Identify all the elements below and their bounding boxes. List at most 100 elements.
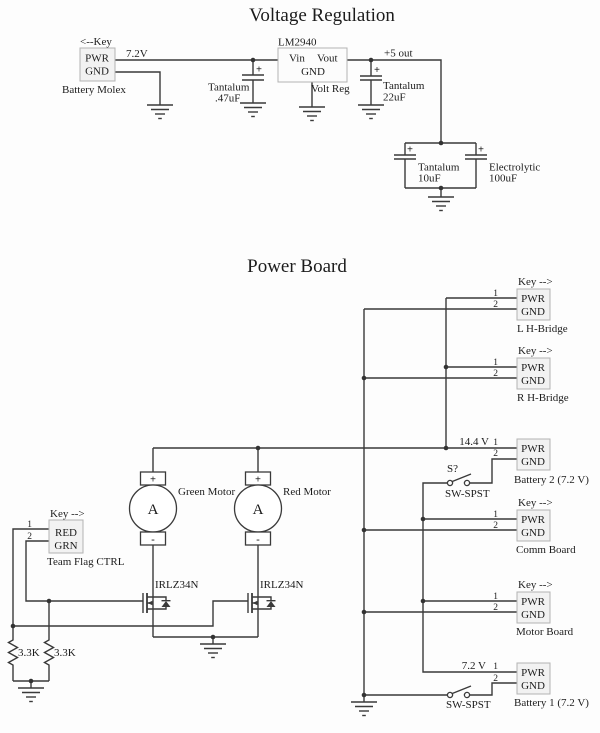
cap-100uf-plus-sign: + [478,145,484,156]
power-board-section: Power Board Key --> PWR GND 1 2 L H-Brid… [7,256,589,717]
molex-label: Battery Molex [62,84,126,96]
pin1-number: 1 [493,510,498,520]
input-voltage-label: 7.2V [126,48,148,60]
right-mosfet-symbol [247,592,277,614]
ground-symbol [350,694,378,717]
switch-type-label: SW-SPST [445,488,490,500]
spst-switch [446,685,472,699]
connector-box [48,519,84,554]
capacitor-10uf: + Tantalum 10uF [407,145,460,185]
molex-box [79,47,116,82]
resistor-value-label: 3.3K [54,647,76,659]
spst-switch [446,473,472,487]
pin2-number: 2 [493,369,498,379]
pin2-number: 2 [493,603,498,613]
mosfets: IRLZ34N IRLZ34N [142,579,303,614]
pwr-pin: PWR [521,293,546,305]
connector-battery-2: 14.4 V PWR GND 1 2 Battery 2 (7.2 V) S? … [445,436,589,500]
connector-box [516,591,551,624]
pin1-number: 1 [493,358,498,368]
cap-22uf-type: Tantalum [383,80,425,92]
connector-label: Team Flag CTRL [47,556,125,568]
connector-label: Comm Board [516,544,576,556]
connector-label: Battery 1 (7.2 V) [514,697,589,709]
ground-symbol [298,99,326,122]
red-motor-label: Red Motor [283,486,331,498]
connector-label: L H-Bridge [517,323,568,335]
connector-label: Motor Board [516,626,574,638]
ground-symbol [357,97,385,120]
gnd-pin: GND [521,456,545,468]
connector-box [516,357,551,390]
connector-battery-1: 7.2 V PWR GND 1 2 Battery 1 (7.2 V) SW-S… [446,660,589,711]
regulator-label: Volt Reg [311,83,350,95]
gnd-pin: GND [521,609,545,621]
green-motor-label: Green Motor [178,486,235,498]
pin2-number: 2 [493,300,498,310]
rail-7v2-label: 7.2 V [462,660,486,672]
molex-pwr-pin: PWR [85,53,110,65]
ground-symbol [146,97,174,120]
connector-label: R H-Bridge [517,392,569,404]
rail-14v4-label: 14.4 V [459,436,489,448]
resistor-value-label: 3.3K [18,647,40,659]
pwr-pin: PWR [521,667,546,679]
green-motor-symbol [128,471,178,547]
cap-10uf-plus-sign: + [407,145,413,156]
ground-symbol [239,95,267,118]
pb-junction-dots [10,364,449,698]
connector-r-h-bridge: Key --> PWR GND 1 2 R H-Bridge [364,345,569,404]
connector-motor-board: Key --> PWR GND 1 2 Motor Board [364,579,574,638]
capacitor-100uf: + Electrolytic 100uF [478,145,540,185]
cap-22uf-value: 22uF [383,92,406,104]
cap-47uf-value: .47uF [215,93,240,105]
cap-100uf-type: Electrolytic [489,162,540,174]
pb-bus-wires [153,298,517,696]
key-label: Key --> [518,579,553,591]
ground-symbol [199,636,227,659]
pin2-number: 2 [493,521,498,531]
power-board-title: Power Board [247,256,347,277]
connector-box [516,509,551,542]
gnd-pin: GND [521,306,545,318]
connector-box [516,288,551,321]
pin1-number: 1 [493,662,498,672]
molex-key-label: <--Key [80,36,112,48]
regulator-gnd-pin: GND [301,66,325,78]
pulldown-resistors: 3.3K 3.3K [7,601,76,682]
voltage-regulation-section: Voltage Regulation <--Key PWR GND Batter… [62,5,540,212]
cap-100uf-value: 100uF [489,173,517,185]
pwr-pin: PWR [521,514,546,526]
left-mosfet-label: IRLZ34N [155,579,198,591]
regulator-box [277,47,348,83]
motors: Green Motor Red Motor [128,448,331,638]
key-label: Key --> [50,508,85,520]
capacitor-22uf: + Tantalum 22uF [374,65,425,104]
pin1-number: 1 [493,592,498,602]
regulator-vin-pin: Vin [289,53,305,65]
gnd-pin: GND [521,527,545,539]
connector-l-h-bridge: Key --> PWR GND 1 2 L H-Bridge [364,276,568,335]
pin2-number: 2 [493,449,498,459]
cap-47uf-plus-sign: + [256,65,262,76]
gnd-pin: GND [521,680,545,692]
key-label: Key --> [518,276,553,288]
pwr-pin: PWR [521,596,546,608]
pin1-number: 1 [493,289,498,299]
capacitor-47uf: + Tantalum .47uF [208,65,262,105]
cap-47uf-type: Tantalum [208,82,250,94]
connector-team-flag-ctrl: Key --> RED GRN 1 2 Team Flag CTRL [12,508,248,627]
ground-symbol [427,189,455,212]
ground-symbol [17,680,45,703]
molex-gnd-pin: GND [85,66,109,78]
pin2-number: 2 [27,532,32,542]
lm2940-regulator: LM2940 Vin Vout GND Volt Reg [277,37,350,95]
switch-id-label: S? [447,463,458,475]
left-mosfet-symbol [142,592,172,614]
voltage-regulation-title: Voltage Regulation [249,5,395,26]
gnd-pin: GND [521,375,545,387]
pwr-pin: PWR [521,362,546,374]
connector-label: Battery 2 (7.2 V) [514,474,589,486]
